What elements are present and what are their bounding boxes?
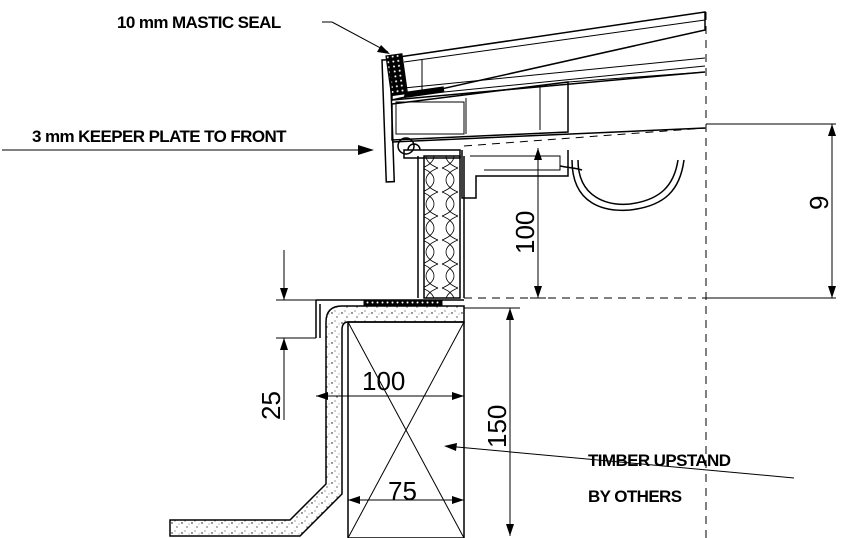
label-timber-upstand-line2: BY OTHERS [588,487,682,506]
dim-text-100-vertical: 100 [510,211,540,254]
dim-100-horizontal [316,392,464,400]
timber-upstand [347,321,465,538]
dim-150-vertical [464,307,520,536]
label-mastic-seal: 10 mm MASTIC SEAL [117,13,281,32]
screed-layer [169,305,465,537]
leader-keeper-plate [2,145,374,155]
dim-100-vertical [530,148,546,299]
glazing-profile [391,11,706,143]
dim-text-150-vertical: 150 [482,405,512,448]
dim-text-100-horizontal: 100 [362,366,405,396]
insulation-panel [423,155,461,299]
dim-25-vertical [276,250,316,420]
sealing-strip [363,299,443,307]
gutter-channel [461,150,685,212]
dim-right-vertical [828,124,836,298]
leader-timber-upstand [444,443,795,479]
dim-text-25-vertical: 25 [256,391,286,420]
dim-75-horizontal [348,496,464,504]
label-keeper-plate: 3 mm KEEPER PLATE TO FRONT [32,127,287,146]
keeper-plate [381,58,396,183]
dim-text-right-partial: 9 [804,196,834,210]
leader-mastic-seal [322,21,390,54]
dim-text-75-horizontal: 75 [388,476,417,506]
label-timber-upstand-line1: TIMBER UPSTAND [588,451,731,470]
